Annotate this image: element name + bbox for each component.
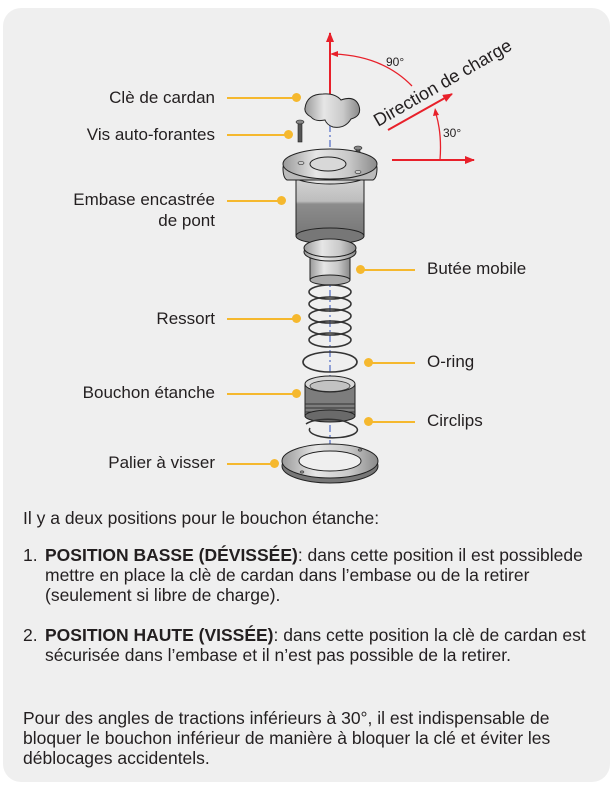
force-arrows xyxy=(326,32,475,164)
angle-90-label: 90° xyxy=(386,55,404,69)
label-o-ring: O-ring xyxy=(427,352,475,371)
list-item-position-haute: 2. POSITION HAUTE (VISSÉE): dans cette p… xyxy=(23,625,603,665)
leader-line xyxy=(227,318,297,320)
label-bouchon-etanche: Bouchon étanche xyxy=(82,383,215,402)
leader-line xyxy=(227,200,282,202)
spring-part xyxy=(308,284,352,348)
label-embase-line1: Embase encastrée xyxy=(73,190,215,209)
o-ring-part xyxy=(302,351,358,373)
embase-part xyxy=(282,148,378,245)
leader-dot xyxy=(284,130,293,139)
label-vis-auto-forantes: Vis auto-forantes xyxy=(86,125,215,144)
item-number: 2. xyxy=(23,625,38,645)
label-cle-de-cardan: Clè de cardan xyxy=(109,88,215,107)
intro-text: Il y a deux positions pour le bouchon ét… xyxy=(23,508,380,528)
leader-line xyxy=(368,362,415,364)
leader-line xyxy=(368,421,415,423)
diagram-svg: Direction de charge 90° 30° xyxy=(281,32,515,484)
leader-dot xyxy=(277,196,286,205)
leader-dot xyxy=(270,459,279,468)
leader-line xyxy=(227,393,297,395)
cardan-key-part xyxy=(304,93,361,128)
leader-dot xyxy=(292,93,301,102)
item-number: 1. xyxy=(23,545,38,565)
angle-30-label: 30° xyxy=(443,126,461,140)
leader-line xyxy=(360,269,415,271)
label-embase-line2: de pont xyxy=(158,211,215,230)
leader-line xyxy=(227,134,289,136)
label-palier-a-visser: Palier à visser xyxy=(108,453,215,472)
bouchon-part xyxy=(304,375,356,423)
item-body: : dans cette position il est possiblede … xyxy=(45,545,583,605)
exploded-diagram: Direction de charge 90° 30° Clè de carda… xyxy=(73,32,527,484)
butee-mobile-part xyxy=(303,238,357,286)
warning-note: Pour des angles de tractions inférieurs … xyxy=(23,708,551,768)
leader-dot xyxy=(292,314,301,323)
direction-label: Direction de charge xyxy=(370,35,515,130)
leader-dot xyxy=(292,389,301,398)
label-ressort: Ressort xyxy=(156,309,215,328)
circlips-part xyxy=(305,418,359,439)
item-title: POSITION HAUTE (VISSÉE) xyxy=(45,625,274,645)
label-circlips: Circlips xyxy=(427,411,483,430)
label-butee-mobile: Butée mobile xyxy=(427,259,527,278)
item-body: : dans cette position la clè de cardan e… xyxy=(45,625,586,665)
angle-30-arc xyxy=(435,113,442,161)
angle-90-arc xyxy=(333,53,413,87)
leader-line xyxy=(227,463,275,465)
palier-part xyxy=(281,443,379,484)
load-direction-arrow xyxy=(387,93,453,131)
item-title: POSITION BASSE (DÉVISSÉE) xyxy=(45,545,298,565)
positions-list: 1. POSITION BASSE (DÉVISSÉE): dans cette… xyxy=(23,545,603,685)
list-item-position-basse: 1. POSITION BASSE (DÉVISSÉE): dans cette… xyxy=(23,545,603,605)
leader-line xyxy=(227,97,297,99)
